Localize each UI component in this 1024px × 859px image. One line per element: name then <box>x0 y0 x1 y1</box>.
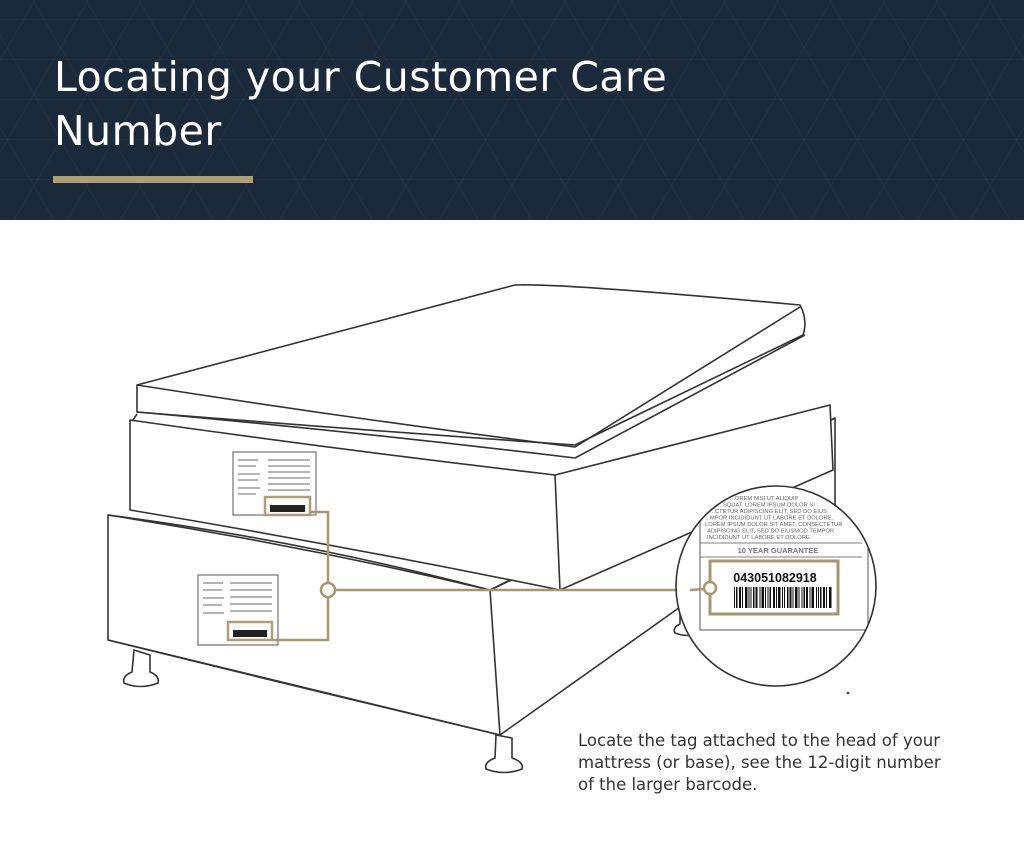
barcode-bar <box>748 587 750 608</box>
header-banner: Locating your Customer Care Number <box>0 0 1024 220</box>
barcode-bar <box>795 587 798 608</box>
connector-node <box>319 581 337 599</box>
barcode-bar <box>801 587 803 608</box>
barcode-bar <box>759 587 761 608</box>
barcode-bar <box>742 587 743 608</box>
barcode-bar <box>753 587 755 608</box>
connector-lines <box>272 510 690 642</box>
page-title: Locating your Customer Care Number <box>54 53 668 155</box>
mattress <box>129 284 834 591</box>
tag-text: ...OREM NISI UT ALIQUIP <box>730 496 799 502</box>
barcode-number: 043051082918 <box>733 571 816 585</box>
title-underline <box>53 176 253 183</box>
caption-line: Locate the tag attached to the head of y… <box>578 731 941 750</box>
barcode-bar <box>739 587 741 608</box>
barcode-bar <box>767 587 769 608</box>
barcode-bar <box>773 587 775 608</box>
barcode-bar <box>769 587 771 608</box>
barcode-bar <box>755 587 758 608</box>
leg <box>122 649 160 688</box>
barcode-bar <box>829 587 832 608</box>
tag-text: ...CTETUR ADIPISCING ELIT, SED DO EIUS <box>710 509 827 515</box>
tag-text: ...SQUAT. LOREM IPSUM DOLOR SI <box>718 503 815 509</box>
barcode-bar <box>809 587 811 608</box>
tag-text: LOREM IPSUM DOLOR SIT AMET, CONSECTETUR <box>705 522 842 528</box>
barcode-bar <box>798 587 800 608</box>
barcode-bar <box>734 587 735 608</box>
barcode-bar <box>816 587 817 608</box>
barcode-bar <box>803 587 805 608</box>
barcode-bar <box>806 587 808 608</box>
barcode-bar <box>782 587 783 608</box>
tag-heading: 10 YEAR GUARANTEE <box>738 546 819 555</box>
caption-line: mattress (or base), see the 12-digit num… <box>578 753 941 772</box>
tag-text: INCIDIDUNT UT LABORE ET DOLORE. <box>707 535 812 541</box>
barcode-bar <box>811 587 814 608</box>
tag-text: ADIPISCING ELIT, SED DO EIUSMOD TEMPOR <box>707 529 834 535</box>
leg <box>484 734 524 774</box>
barcode-bar <box>750 587 752 608</box>
barcode <box>734 587 832 608</box>
instruction-caption: Locate the tag attached to the head of y… <box>578 730 998 796</box>
base-tag <box>197 574 279 646</box>
magnified-tag: ...OREM NISI UT ALIQUIP ...SQUAT. LOREM … <box>675 485 877 687</box>
tag-text: ...MPOR INCIDIDUNT UT LABORE ET DOLORE. <box>705 516 834 522</box>
barcode-bar <box>826 587 827 608</box>
barcode-bar <box>736 587 738 608</box>
bed-illustration: ...OREM NISI UT ALIQUIP ...SQUAT. LOREM … <box>107 284 877 774</box>
barcode-bar <box>765 587 766 608</box>
barcode-bar <box>787 587 789 608</box>
barcode-bar <box>784 587 785 608</box>
barcode-bar <box>745 587 748 608</box>
barcode-bar <box>778 587 781 608</box>
barcode-bar <box>761 587 764 608</box>
connector-node <box>702 580 718 596</box>
mattress-tag <box>232 451 317 517</box>
barcode-bar <box>776 587 777 608</box>
barcode-bar <box>818 587 819 608</box>
barcode-bar <box>792 587 794 608</box>
caption-line: of the larger barcode. <box>578 775 758 794</box>
barcode-bar <box>823 587 825 608</box>
barcode-bar <box>820 587 822 608</box>
barcode-bar <box>789 587 792 608</box>
